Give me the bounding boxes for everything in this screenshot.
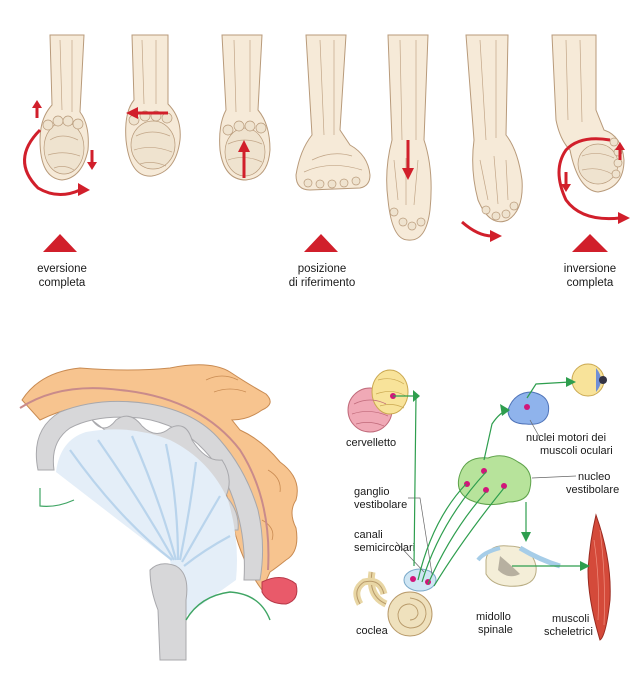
label-vestibular-ganglion-line1: ganglio [354, 486, 389, 498]
foot-reference-position [295, 34, 371, 191]
eye [571, 363, 607, 397]
leader-lines [395, 419, 577, 575]
label-canals-line2: semicircolari [354, 542, 415, 554]
foot-eversion-full [39, 34, 89, 181]
label-reference-line2: di riferimento [289, 277, 355, 289]
inner-ear [353, 568, 437, 637]
label-oculomotor-line2: muscoli oculari [540, 445, 613, 457]
label-vestibular-ganglion-line2: vestibolare [354, 499, 407, 511]
rotation-arrow-small [461, 220, 502, 242]
arrow-up [238, 140, 250, 178]
foot-inversion-full [551, 34, 625, 193]
tongue [261, 577, 298, 605]
label-eversion-line1: eversione [37, 263, 87, 275]
marker-triangle-inversion [572, 234, 608, 252]
arrow-left [126, 107, 168, 119]
label-muscles-line1: muscoli [552, 613, 589, 625]
cochlea [387, 591, 433, 637]
rotation-arrow-eversion [23, 100, 97, 196]
skeletal-muscle [587, 513, 611, 641]
label-vestibular-nucleus-line1: nucleo [578, 471, 610, 483]
label-eversion-line2: completa [39, 277, 86, 289]
foot-motion-panel: eversione completa posizione di riferime… [23, 34, 630, 289]
label-inversion-line1: inversione [564, 263, 616, 275]
foot-near-reference [219, 34, 271, 181]
marker-triangle-eversion [43, 234, 77, 252]
white-matter [56, 429, 237, 620]
label-muscles-line2: scheletrici [544, 626, 593, 638]
motor-cortex-homunculus [19, 364, 298, 661]
rotation-arrow-inversion [557, 137, 630, 224]
label-canals-line1: canali [354, 529, 383, 541]
label-cerebellum: cervelletto [346, 437, 396, 449]
corticospinal-fibers [69, 435, 231, 567]
label-spinal-cord-line2: spinale [478, 624, 513, 636]
cerebellum [347, 369, 409, 433]
marker-triangle-reference [304, 234, 338, 252]
label-reference-line1: posizione [298, 263, 347, 275]
arrow-down [402, 140, 414, 180]
label-vestibular-nucleus-line2: vestibolare [566, 484, 619, 496]
cortex-gray-matter [35, 400, 264, 581]
spinal-cord [476, 545, 561, 587]
vestibular-pathway-diagram: cervelletto nuclei motori dei muscoli oc… [346, 363, 619, 641]
label-spinal-cord-line1: midollo [476, 611, 511, 623]
foot-partial-inversion [465, 34, 523, 223]
oculomotor-nuclei [507, 391, 550, 425]
foot-partial-eversion [125, 34, 181, 177]
label-cochlea: coclea [356, 625, 389, 637]
label-inversion-line2: completa [567, 277, 614, 289]
neural-pathways [393, 377, 590, 587]
vestibular-nucleus [457, 455, 532, 506]
label-oculomotor-line1: nuclei motori dei [526, 432, 606, 444]
foot-front-view [386, 34, 432, 241]
